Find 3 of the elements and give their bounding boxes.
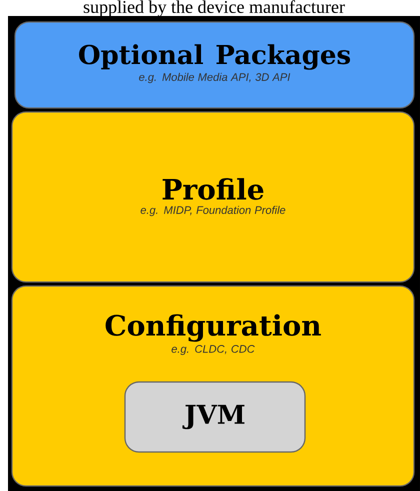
- inner-box: JVM: [124, 381, 306, 453]
- layer-box: Profile e.g. MIDP, Foundation Profile: [11, 111, 415, 283]
- layer-box: Optional Packages e.g. Mobile Media API, 3D API: [14, 21, 415, 109]
